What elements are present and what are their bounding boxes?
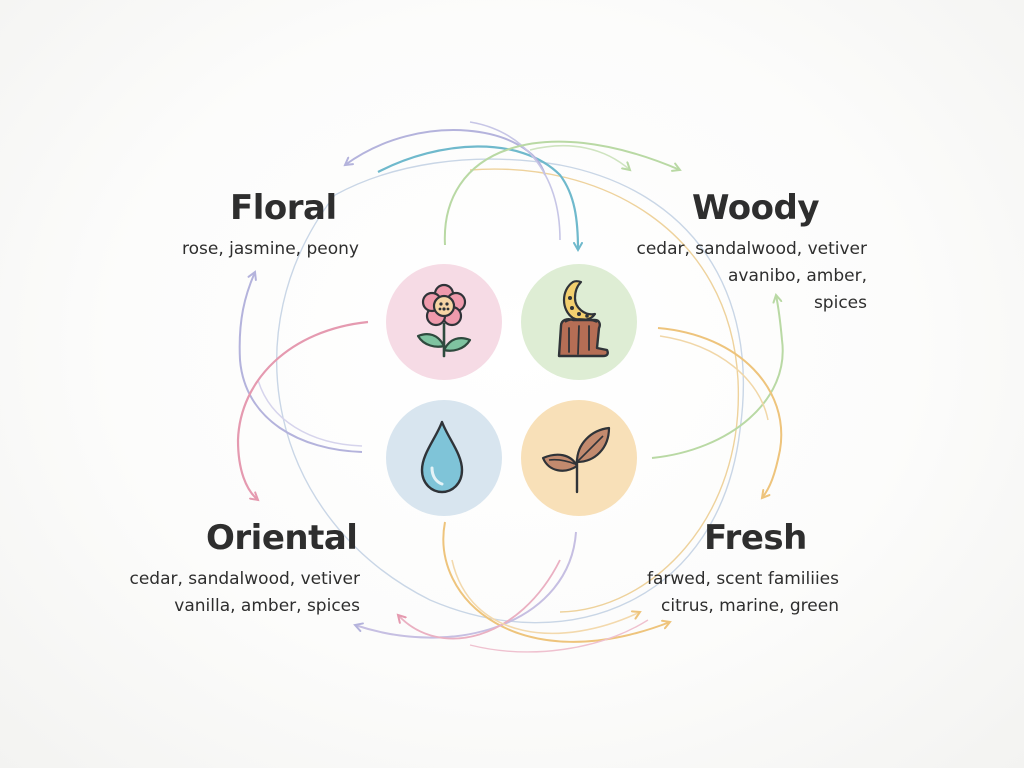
arrow-pink-left bbox=[236, 320, 369, 500]
arrow-teal-top bbox=[377, 145, 578, 250]
arrow-lavender-left-2 bbox=[257, 379, 363, 447]
fresh-title: Fresh bbox=[704, 518, 807, 558]
outer-ring-arc bbox=[276, 158, 745, 624]
arrow-green-top bbox=[443, 140, 680, 246]
arrow-pink-bottom-2 bbox=[469, 619, 649, 653]
oriental-notes-line-1: cedar, sandalwood, vetiver bbox=[129, 569, 360, 589]
flower-icon bbox=[416, 283, 472, 358]
arrow-green-top-2 bbox=[529, 144, 630, 170]
woody-title: Woody bbox=[692, 188, 820, 228]
floral-notes: rose, jasmine, peony bbox=[182, 236, 359, 263]
arrow-orange-right bbox=[657, 327, 783, 498]
woody-notes-line-2: avanibo, amber, bbox=[727, 266, 867, 286]
arrow-lavender-left bbox=[238, 272, 363, 453]
fresh-notes: farwed, scent familiies citrus, marine, … bbox=[647, 566, 839, 620]
water-drop-icon bbox=[420, 420, 464, 494]
arrow-orange-bottom bbox=[442, 521, 670, 643]
woody-notes-line-3: spices bbox=[813, 293, 867, 313]
tree-stump-moon-icon bbox=[557, 280, 609, 358]
floral-title: Floral bbox=[230, 188, 337, 228]
floral-circle bbox=[386, 264, 502, 380]
fresh-notes-line-1: farwed, scent familiies bbox=[646, 569, 839, 589]
oriental-notes-line-2: vanilla, amber, spices bbox=[174, 596, 360, 616]
oriental-title: Oriental bbox=[206, 518, 358, 558]
arrow-pink-bottom bbox=[398, 559, 561, 640]
floral-notes-line-1: rose, jasmine, peony bbox=[182, 239, 359, 259]
arrow-green-right bbox=[651, 295, 784, 459]
oriental-notes: cedar, sandalwood, vetiver vanilla, ambe… bbox=[129, 566, 360, 620]
fresh-circle bbox=[521, 400, 637, 516]
fresh-notes-line-2: citrus, marine, green bbox=[661, 596, 839, 616]
arrow-lavender-top-2 bbox=[469, 121, 561, 241]
woody-notes-line-1: cedar, sandalwood, vetiver bbox=[636, 239, 867, 259]
oriental-circle bbox=[386, 400, 502, 516]
leaf-icon bbox=[541, 426, 611, 494]
arrow-orange-right-2 bbox=[659, 335, 769, 421]
woody-notes: cedar, sandalwood, vetiver avanibo, ambe… bbox=[636, 236, 867, 317]
arrow-orange-bottom-2 bbox=[451, 559, 640, 635]
arrow-lavender-top bbox=[345, 129, 546, 176]
outer-ring-arc-orange bbox=[469, 168, 739, 613]
arrow-lavender-bottom bbox=[355, 531, 577, 639]
woody-circle bbox=[521, 264, 637, 380]
